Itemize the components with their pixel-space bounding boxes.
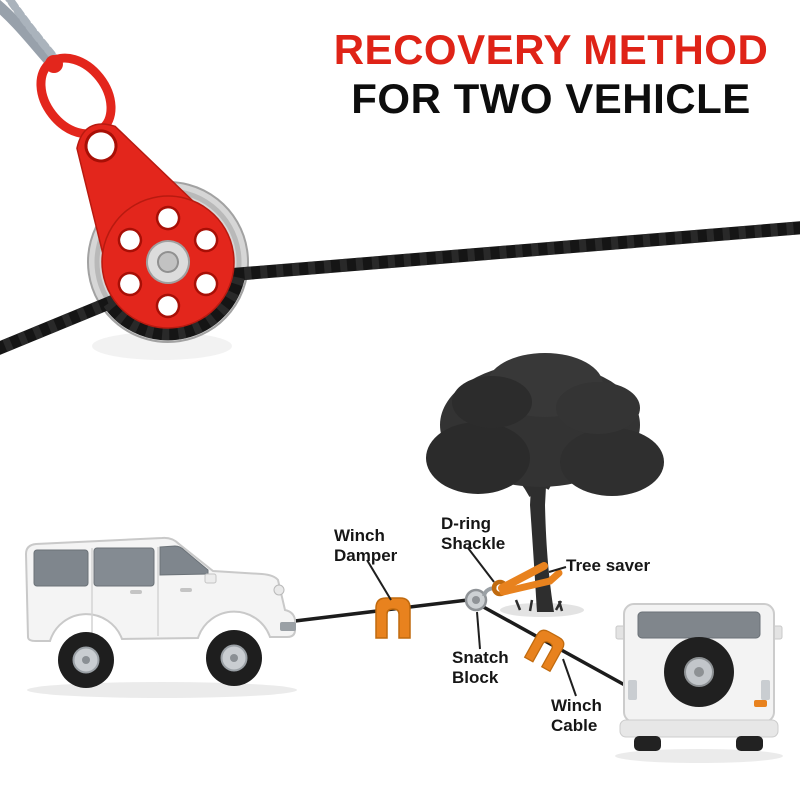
page-title: RECOVERY METHOD FOR TWO VEHICLE <box>320 26 782 123</box>
winch-damper-2-icon <box>523 629 565 673</box>
label-tree-saver: Tree saver <box>566 556 651 575</box>
label-winch-cable: Winch Cable <box>551 696 602 736</box>
pulley-shadow <box>92 332 232 360</box>
winch-damper-icon <box>375 597 411 639</box>
main-rope <box>0 221 800 355</box>
label-winch-damper: Winch Damper <box>334 526 398 566</box>
title-line1: RECOVERY METHOD <box>333 26 769 73</box>
suv-side-view-icon <box>24 536 297 698</box>
tree-saver-strap-icon <box>498 562 563 596</box>
snatch-block-hero-icon <box>76 123 235 329</box>
label-d-ring-shackle: D-ring Shackle <box>441 514 506 554</box>
snatch-block-small-icon <box>464 586 497 612</box>
suv-rear-view-icon <box>615 603 783 763</box>
label-snatch-block: Snatch Block <box>452 648 509 688</box>
tree-silhouette-icon <box>426 353 664 617</box>
leader-lines <box>366 547 577 697</box>
title-line2: FOR TWO VEHICLE <box>351 74 751 122</box>
synthetic-rope-icon <box>0 0 62 72</box>
